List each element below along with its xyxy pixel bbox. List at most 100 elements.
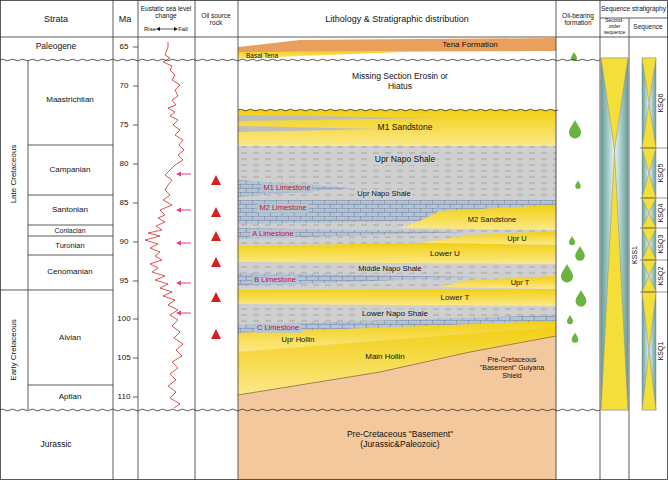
age-tick: 95 bbox=[120, 276, 129, 285]
oil-drop bbox=[561, 52, 586, 343]
lithology-units bbox=[238, 289, 556, 306]
oil-drop bbox=[569, 236, 575, 245]
source-rock-triangle bbox=[211, 257, 221, 267]
axis-label: Fall bbox=[178, 26, 188, 33]
lithology-units bbox=[238, 37, 556, 480]
sequence-shapes bbox=[642, 292, 656, 351]
age-tick: 100 bbox=[117, 314, 130, 323]
lithology-units bbox=[238, 126, 380, 132]
unconformity-line bbox=[0, 59, 600, 411]
sequence-shapes bbox=[601, 150, 628, 410]
column-header: Sequence stratigraphy bbox=[601, 5, 666, 12]
period-name: Paleogene bbox=[36, 42, 77, 52]
unconformity-line bbox=[0, 59, 600, 61]
sequence-shapes bbox=[642, 351, 656, 410]
source-rock-label: C Limestone bbox=[255, 324, 301, 333]
age-tick: 80 bbox=[120, 159, 129, 168]
formation-label: Middle Napo Shale bbox=[356, 264, 423, 273]
age-tick: 75 bbox=[120, 120, 129, 129]
unconformity-line bbox=[238, 109, 558, 111]
lithology-units bbox=[238, 37, 556, 480]
lithology-units bbox=[238, 180, 352, 197]
lithology-units bbox=[238, 51, 430, 59]
column-header: Lithology & Stratigraphic distribution bbox=[325, 14, 469, 24]
formation-label: Upr Napo Shale bbox=[373, 155, 437, 165]
sea-level-curve bbox=[145, 42, 184, 408]
column-header: Eustatic sea level change bbox=[138, 5, 194, 20]
formation-label: Lower U bbox=[430, 249, 460, 258]
period-name: Jurassic bbox=[40, 440, 71, 450]
formation-label: Basal Tena bbox=[246, 52, 278, 59]
sequence-label: KSQ1 bbox=[657, 342, 665, 361]
lithology-units bbox=[238, 110, 556, 146]
stage-name: Alvian bbox=[59, 333, 81, 342]
lithology-units bbox=[440, 276, 556, 289]
sequence-shapes bbox=[642, 58, 656, 410]
source-rock-triangle bbox=[211, 292, 221, 302]
age-tick: 70 bbox=[120, 81, 129, 90]
sequence-shapes bbox=[642, 260, 656, 276]
sequence-label: KSS1 bbox=[631, 246, 639, 264]
stage-name: Coniacian bbox=[54, 226, 85, 234]
sea-level-curve bbox=[156, 27, 178, 31]
formation-label: Upr U bbox=[507, 235, 527, 244]
lithology-units bbox=[238, 200, 556, 330]
formation-label: Main Hollin bbox=[365, 352, 405, 361]
oil-drop bbox=[567, 315, 573, 324]
column-header: Strata bbox=[44, 14, 68, 24]
hiatus-label: Missing Section Erosin or Hiatus bbox=[345, 72, 455, 92]
lithology-units bbox=[238, 115, 440, 121]
sequence-shapes bbox=[642, 213, 656, 228]
sequence-label: KSQ3 bbox=[657, 235, 665, 254]
epoch-name: Late Cretaceous bbox=[9, 145, 18, 204]
source-rock-label: M1 Limestone bbox=[261, 184, 312, 193]
sequence-shapes bbox=[642, 103, 656, 148]
formation-label: Upr T bbox=[511, 279, 530, 288]
stage-name: Cenomanian bbox=[47, 267, 92, 276]
lithology-units bbox=[238, 273, 480, 286]
sequence-shapes bbox=[642, 173, 656, 198]
sequence-shapes bbox=[642, 228, 656, 244]
oil-drop bbox=[575, 181, 580, 189]
sequence-shapes bbox=[601, 58, 628, 410]
oil-drop bbox=[561, 264, 573, 283]
lithology-units bbox=[400, 205, 556, 230]
age-tick: 85 bbox=[120, 198, 129, 207]
sequence-shapes bbox=[642, 244, 656, 260]
source-rock-triangle bbox=[211, 231, 221, 241]
stage-name: Campanian bbox=[50, 165, 91, 174]
source-rock-label: B Limestone bbox=[252, 276, 298, 285]
table-grid bbox=[133, 47, 138, 397]
column-header: Sequence bbox=[633, 23, 662, 30]
sea-level-curve bbox=[158, 29, 176, 30]
formation-label: Tena Formation bbox=[442, 40, 498, 49]
formation-label: Upr Hollin bbox=[282, 336, 315, 345]
lithology-units bbox=[238, 146, 556, 200]
age-tick: 90 bbox=[120, 237, 129, 246]
column-header: Oil source rock bbox=[196, 12, 236, 27]
lithology-units bbox=[238, 38, 556, 52]
age-tick: 110 bbox=[118, 392, 131, 401]
column-header: Ma bbox=[119, 14, 132, 24]
source-rock-triangle bbox=[211, 175, 221, 339]
lithology-units bbox=[420, 231, 556, 245]
unconformity-line bbox=[0, 409, 600, 411]
lithology-units bbox=[238, 243, 556, 264]
basement-label: Pre-Cretaceous "Basement" Guiyana Shield bbox=[472, 356, 552, 380]
stage-name: Santonian bbox=[52, 205, 88, 214]
age-tick: 65 bbox=[120, 42, 129, 51]
lithology-units bbox=[238, 320, 556, 480]
sea-level-arrow bbox=[176, 172, 191, 316]
sequence-shapes bbox=[642, 58, 656, 103]
formation-label: M2 Sandstone bbox=[468, 216, 516, 225]
formation-label: Lower T bbox=[441, 293, 470, 302]
source-rock-label: A Limestone bbox=[250, 229, 295, 238]
lithology-units bbox=[238, 327, 556, 395]
stage-name: Aptian bbox=[59, 392, 82, 401]
sea-level-arrow bbox=[180, 174, 191, 313]
lithology-units bbox=[238, 336, 556, 395]
